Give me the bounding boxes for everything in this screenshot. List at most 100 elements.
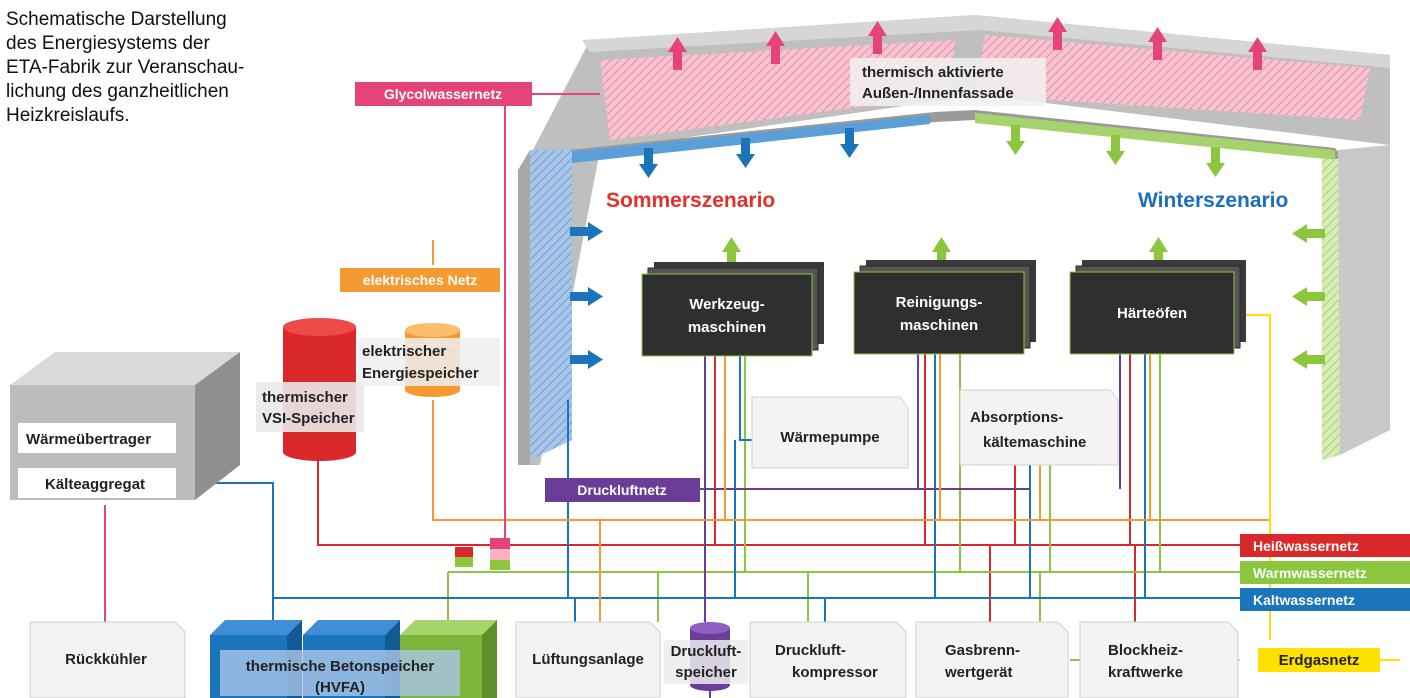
up-arrow-icon — [668, 37, 687, 70]
left-arrow-icon — [1292, 287, 1325, 306]
facade-right-panel — [975, 35, 1370, 120]
roof-outer — [518, 15, 1390, 465]
up-arrow-icon — [1149, 237, 1168, 268]
bhkw-label: kraftwerke — [1108, 664, 1183, 681]
unit-gasbrennwertgeraet: Gasbrenn- wertgerät — [915, 621, 1069, 698]
rueckkuehler-label: Rückkühler — [65, 651, 147, 668]
werkzeug-label: Werkzeug- — [689, 296, 765, 313]
kaelteaggregat-label: Kälteaggregat — [45, 476, 145, 493]
network-labels: Glycolwassernetz elektrisches Netz Druck… — [340, 82, 1410, 672]
up-arrow-icon — [722, 237, 741, 268]
gas-net-badge — [1258, 648, 1380, 672]
absorption-label: kältemaschine — [983, 434, 1086, 451]
cold-water-net-label: Kaltwassernetz — [1253, 592, 1355, 608]
facade-label: thermisch aktivierte Außen-/Innenfassade — [850, 58, 1046, 106]
unit-lueftungsanlage: Lüftungsanlage — [515, 621, 661, 698]
machine-werkzeugmaschinen: Werkzeug- maschinen — [641, 262, 824, 357]
hot-water-net-label: Heißwassernetz — [1253, 538, 1359, 554]
reinigung-label: maschinen — [900, 317, 978, 334]
hot-water-net-badge — [1240, 534, 1410, 557]
unit-kompressor: Druckluft- kompressor — [749, 621, 907, 698]
compressed-air-net-badge — [545, 478, 700, 502]
up-arrow-icon — [1048, 17, 1067, 50]
up-arrow-icon — [868, 21, 887, 54]
unit-rueckkuehler: Rückkühler — [29, 621, 186, 698]
warm-water-net-label: Warmwassernetz — [1253, 565, 1367, 581]
wall-left-hatch — [530, 150, 572, 460]
machine-haerteoefen: Härteöfen — [1069, 260, 1246, 355]
compressed-air-storage-label: speicher — [675, 664, 737, 681]
waermeuebertrager-label: Wärmeübertrager — [26, 431, 151, 448]
electric-storage-label: elektrischer — [362, 343, 446, 360]
caption-line: ETA-Fabrik zur Veranschau- — [6, 57, 245, 78]
heat-exchanger-block: Wärmeübertrager Kälteaggregat — [10, 352, 240, 500]
concrete-storage: thermische Betonspeicher (HVFA) — [210, 620, 497, 698]
concrete-storage-label: (HVFA) — [315, 679, 365, 696]
network-lines — [104, 95, 1400, 698]
vsi-storage-label: VSI-Speicher — [262, 410, 355, 427]
unit-waermepumpe: Wärmepumpe — [751, 396, 909, 469]
gasbrenn-label: wertgerät — [944, 664, 1013, 681]
ceiling-arrows — [639, 125, 1225, 178]
figure-caption: Schematische Darstellung des Energiesyst… — [6, 8, 306, 128]
warm-water-net-badge — [1240, 561, 1410, 584]
werkzeug-label: maschinen — [688, 319, 766, 336]
cold-water-net-badge — [1240, 588, 1410, 611]
facade-label-line2: Außen-/Innenfassade — [862, 85, 1014, 102]
up-arrow-icon — [766, 31, 785, 64]
glycol-net-label: Glycolwassernetz — [384, 86, 502, 102]
right-arrow-icon — [570, 222, 603, 241]
caption-line: des Energiesystems der — [6, 33, 210, 54]
right-arrow-icon — [570, 287, 603, 306]
winter-scenario-title: Winterszenario — [1138, 189, 1288, 212]
caption-line: lichung des ganzheitlichen — [6, 81, 229, 102]
down-arrow-icon — [1006, 125, 1025, 155]
lueftung-label: Lüftungsanlage — [532, 651, 644, 668]
machine-heat-arrows — [722, 237, 1168, 268]
electric-net-label: elektrisches Netz — [363, 272, 477, 288]
haerte-label: Härteöfen — [1117, 305, 1187, 322]
waermepumpe-label: Wärmepumpe — [780, 429, 879, 446]
left-arrow-icon — [1292, 350, 1325, 369]
vsi-storage: thermischer VSI-Speicher — [256, 318, 364, 461]
machine-reinigungsmaschinen: Reinigungs- maschinen — [853, 260, 1036, 355]
network-junctions — [455, 538, 510, 570]
vsi-storage-label: thermischer — [262, 389, 348, 406]
unit-bhkw: Blockheiz- kraftwerke — [1079, 621, 1239, 698]
unit-absorption: Absorptions- kältemaschine — [959, 389, 1119, 466]
electric-storage: elektrischer Energiespeicher — [358, 323, 500, 397]
summer-scenario-title: Sommerszenario — [606, 189, 775, 212]
gasbrenn-label: Gasbrenn- — [945, 642, 1020, 659]
down-arrow-icon — [1106, 135, 1125, 165]
glycol-net-badge — [355, 82, 532, 106]
wall-right-hatch — [1322, 158, 1340, 460]
wall-arrows — [570, 222, 1325, 369]
electric-net-badge — [340, 268, 500, 292]
wall-left-edge — [518, 150, 530, 465]
absorption-label: Absorptions- — [970, 409, 1063, 426]
down-arrow-icon — [639, 148, 658, 178]
concrete-storage-label: thermische Betonspeicher — [246, 658, 435, 675]
down-arrow-icon — [1206, 147, 1225, 177]
bhkw-label: Blockheiz- — [1108, 642, 1183, 659]
compressed-air-storage-label: Druckluft- — [671, 643, 742, 660]
kompressor-label: kompressor — [792, 664, 878, 681]
kompressor-label: Druckluft- — [775, 642, 846, 659]
right-arrow-icon — [570, 350, 603, 369]
up-arrow-icon — [1148, 27, 1167, 60]
down-arrow-icon — [840, 128, 859, 158]
facade-label-line1: thermisch aktivierte — [862, 64, 1004, 81]
electric-storage-label: Energiespeicher — [362, 365, 479, 382]
compressed-air-net-label: Druckluftnetz — [577, 482, 666, 498]
caption-line: Heizkreislaufs. — [6, 105, 130, 126]
gas-net-label: Erdgasnetz — [1279, 652, 1360, 669]
wall-right-outer — [1338, 145, 1390, 455]
caption-line: Schematische Darstellung — [6, 9, 227, 30]
up-arrow-icon — [1248, 37, 1267, 70]
roof-top — [582, 15, 1390, 68]
ceiling-green-edge — [975, 113, 1335, 160]
up-arrow-icon — [932, 237, 951, 268]
down-arrow-icon — [736, 138, 755, 168]
reinigung-label: Reinigungs- — [896, 294, 983, 311]
